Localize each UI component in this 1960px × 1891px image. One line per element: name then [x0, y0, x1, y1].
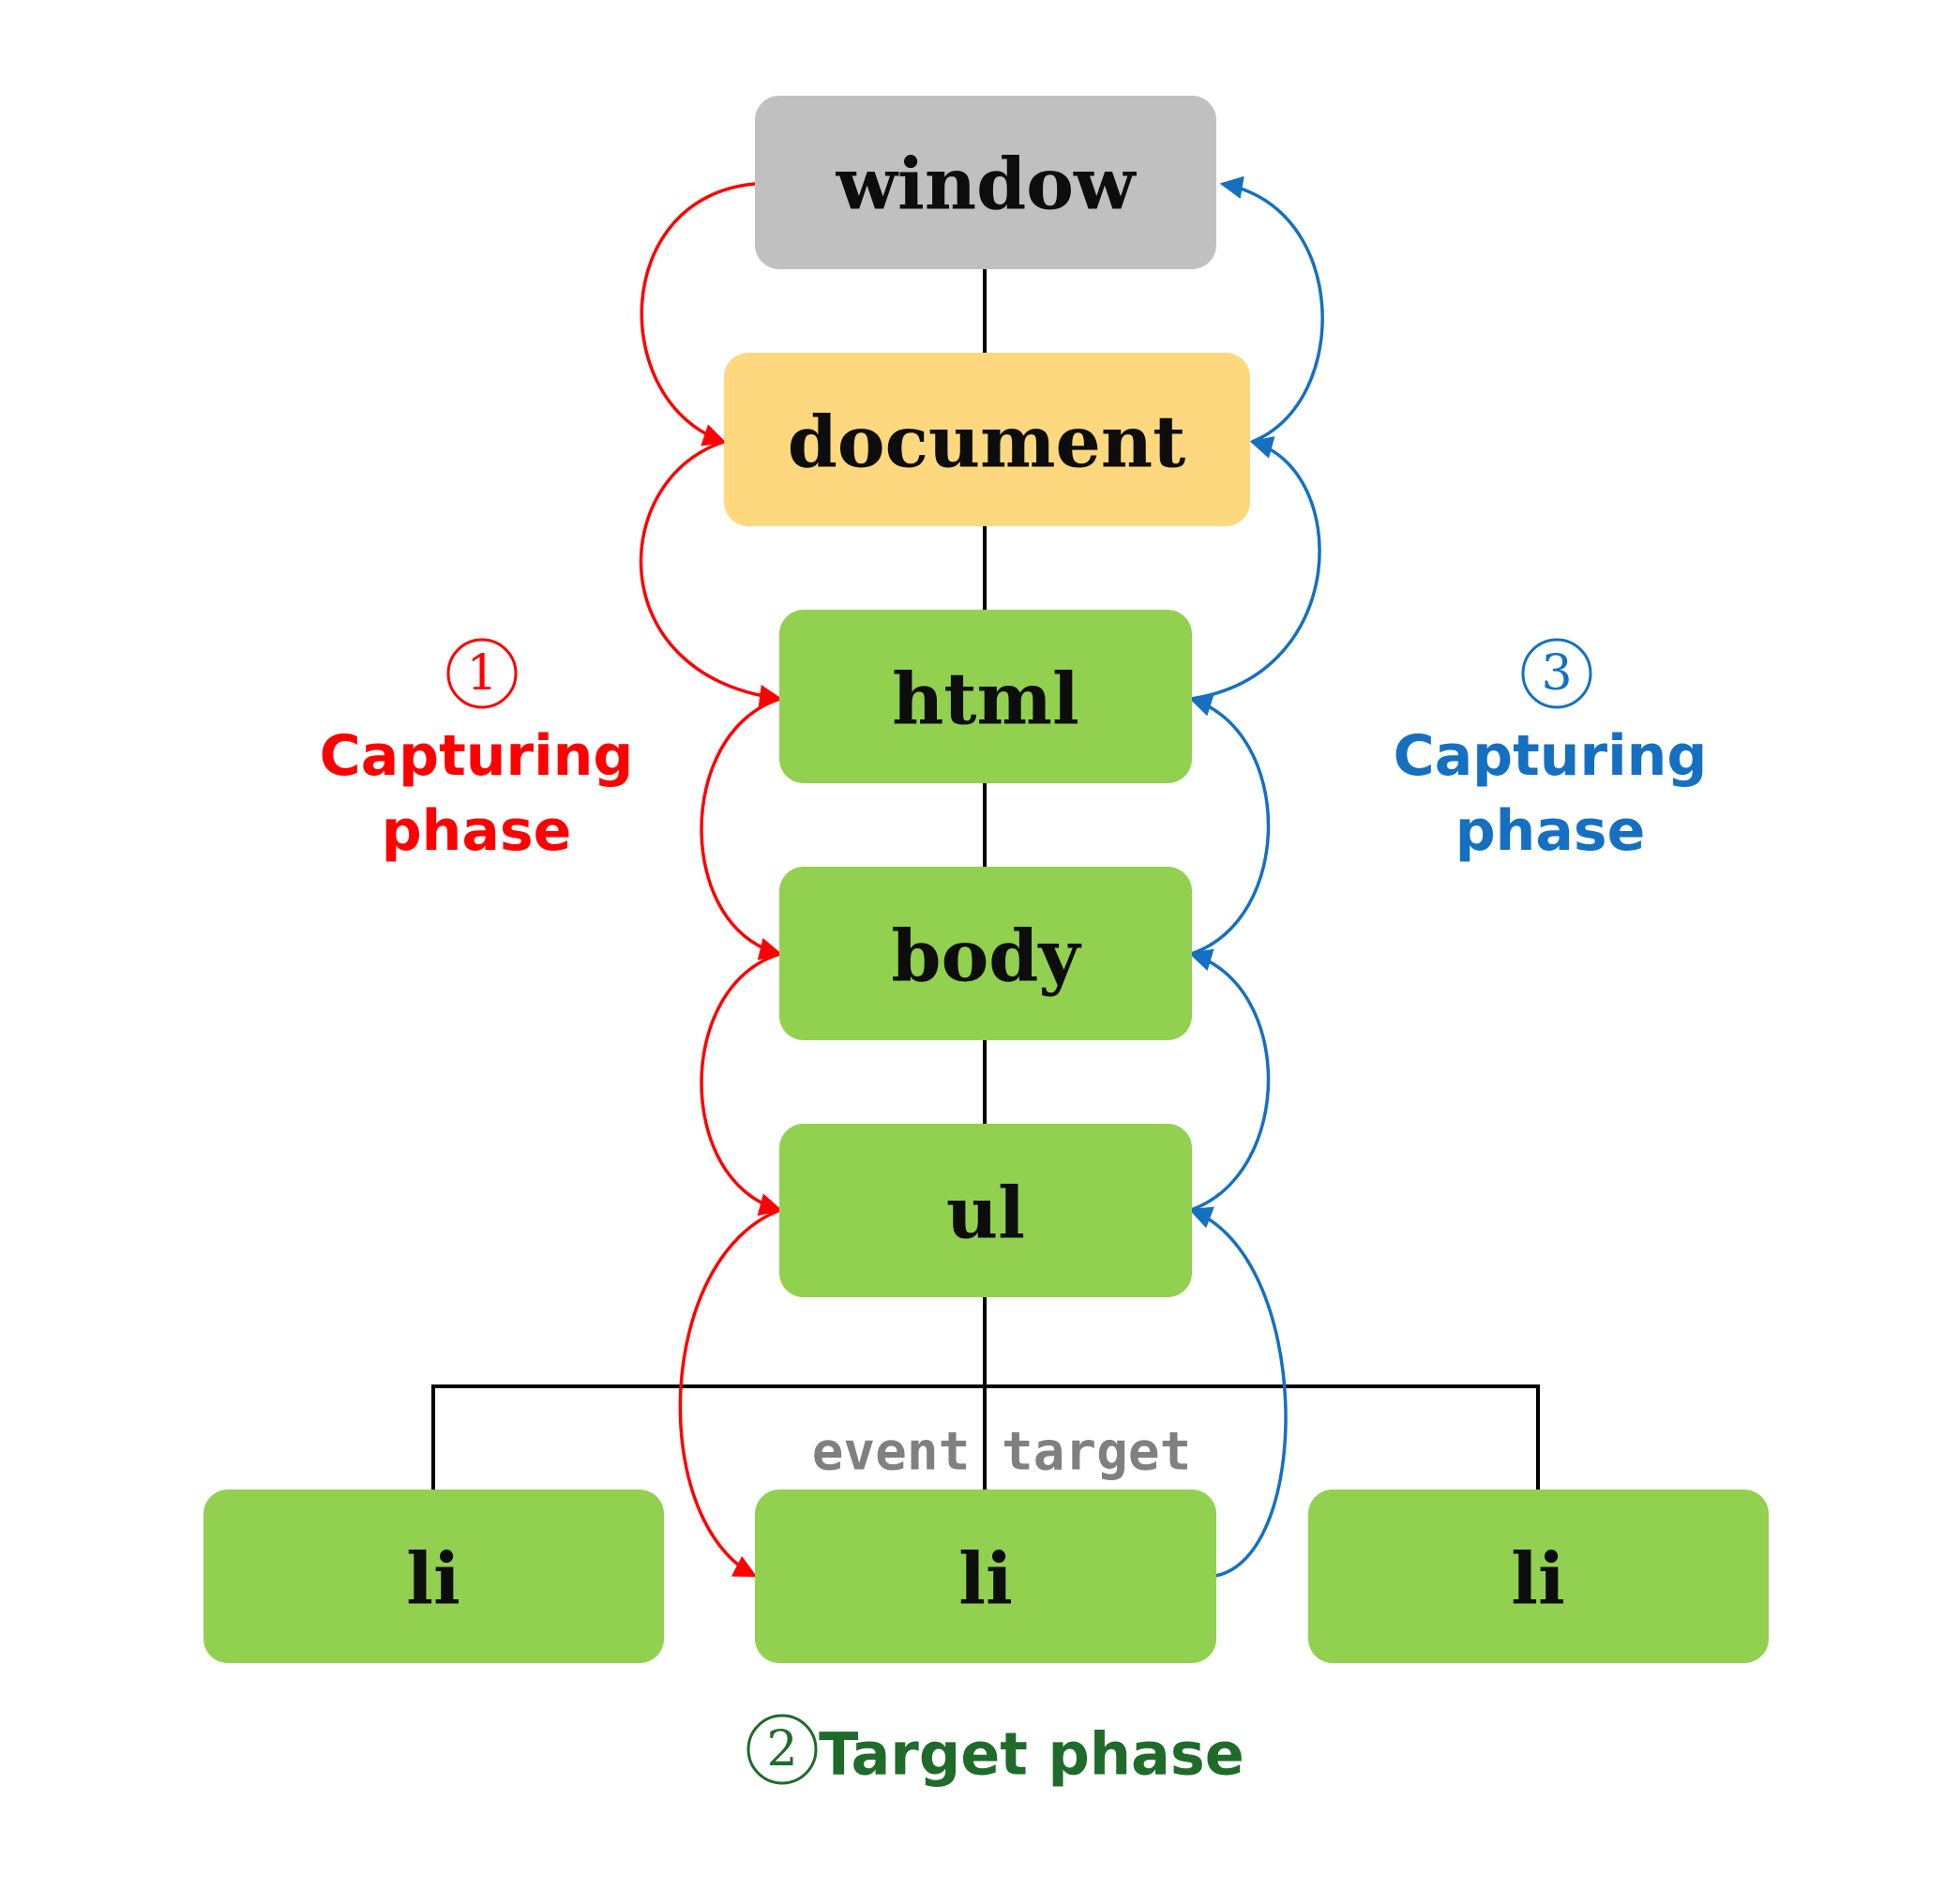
node-document-label: document	[788, 401, 1186, 484]
node-li-center-label: li	[958, 1537, 1013, 1621]
bubble-phase-line1: Capturing	[1394, 723, 1708, 789]
bubble-phase-line2: phase	[1455, 798, 1646, 864]
node-html: html	[779, 610, 1192, 783]
node-window-box	[755, 96, 1216, 269]
capture-arrow-html-body	[700, 697, 783, 961]
target-phase-text: Target phase	[819, 1720, 1244, 1789]
node-ul: ul	[779, 1124, 1192, 1297]
node-html-label: html	[892, 658, 1079, 741]
node-li-center-box	[755, 1490, 1216, 1663]
bubble-arrow-ul-body	[1188, 948, 1271, 1212]
bubble-arrow-html-document	[1190, 436, 1321, 701]
capture-arrow-window-document	[640, 182, 756, 446]
event-target-label: event target	[812, 1422, 1192, 1483]
target-phase-number: 2	[766, 1721, 797, 1778]
capture-phase-line2: phase	[382, 798, 572, 864]
node-window-label: window	[836, 143, 1137, 226]
node-ul-label: ul	[946, 1172, 1025, 1255]
bubble-phase-number: 3	[1541, 645, 1572, 702]
capture-arrow-document-html	[639, 440, 783, 708]
capture-phase-number: 1	[466, 645, 497, 702]
bubble-arrow-document-window	[1219, 175, 1324, 444]
node-li-left-label: li	[406, 1537, 460, 1621]
node-li-center: li	[755, 1490, 1216, 1663]
bubble-phase-number-circle	[1521, 638, 1592, 709]
bubble-arrow-body-html	[1188, 694, 1271, 956]
bubble-arrow-li-ul	[1188, 1206, 1288, 1578]
node-html-box	[779, 610, 1192, 783]
bubble-arrows	[1188, 175, 1324, 1578]
capture-phase-label: 1 Capturing phase	[320, 638, 634, 864]
capture-phase-line1: Capturing	[320, 723, 634, 789]
node-window: window	[755, 96, 1216, 269]
capture-phase-number-circle	[446, 638, 518, 709]
node-document: document	[724, 353, 1250, 526]
node-li-right-label: li	[1511, 1537, 1565, 1621]
node-ul-box	[779, 1124, 1192, 1297]
tree-connectors	[431, 269, 1540, 1491]
node-body: body	[779, 867, 1192, 1040]
capture-arrow-body-ul	[700, 952, 783, 1217]
node-body-label: body	[891, 915, 1081, 998]
node-li-left: li	[204, 1490, 664, 1663]
capture-arrow-ul-li	[678, 1208, 781, 1578]
node-li-right: li	[1308, 1490, 1769, 1663]
target-phase-label: 2 Target phase	[746, 1714, 1244, 1789]
target-phase-number-circle	[746, 1714, 818, 1785]
bubble-phase-label: 3 Capturing phase	[1394, 638, 1708, 864]
capture-arrows	[639, 182, 783, 1578]
node-body-box	[779, 867, 1192, 1040]
node-li-left-box	[204, 1490, 664, 1663]
node-document-box	[724, 353, 1250, 526]
node-li-right-box	[1308, 1490, 1769, 1663]
